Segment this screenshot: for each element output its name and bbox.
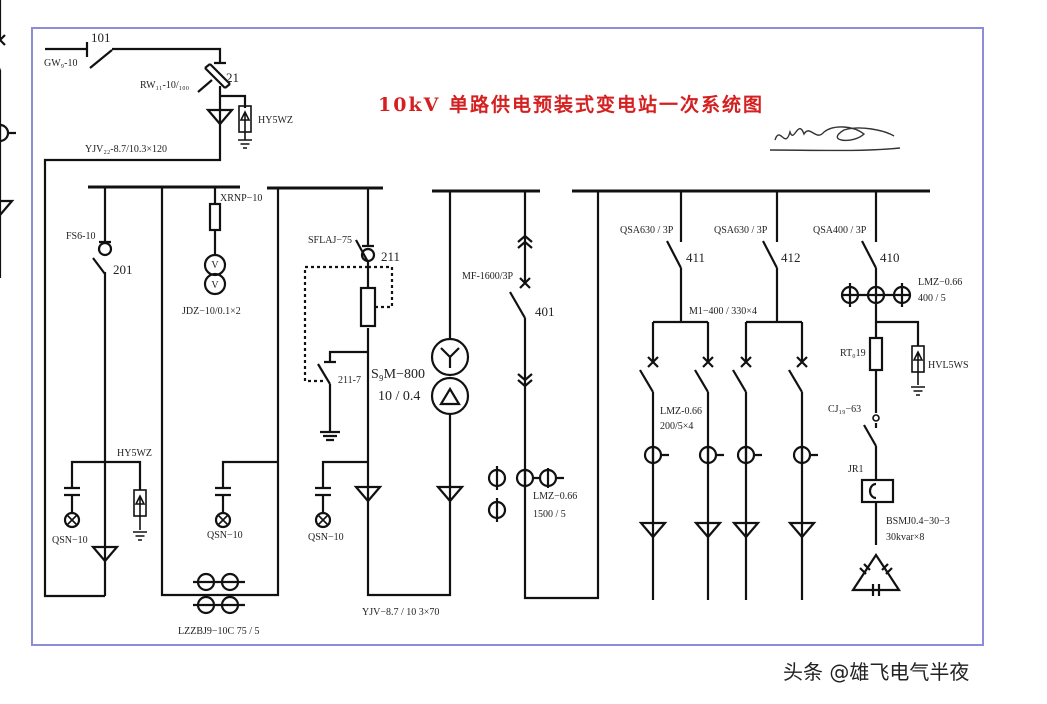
label-kvar: 30kvar×8 <box>886 532 924 543</box>
label-qsn-3: QSN−10 <box>308 532 344 543</box>
label-fs6: FS6-10 <box>66 231 95 242</box>
label-lmz200-a: LMZ-0.66 <box>660 406 702 417</box>
label-xrnp: XRNP−10 <box>220 193 262 204</box>
label-m1: M1−400 / 330×4 <box>689 306 757 317</box>
label-sflaj: SFLAJ−75 <box>308 235 352 246</box>
label-rt: RT₀19 <box>840 348 866 359</box>
lv-feeders <box>0 0 820 600</box>
label-qsn-2: QSN−10 <box>207 530 243 541</box>
label-bsmj: BSMJ0.4−30−3 <box>886 516 950 527</box>
transformer-feeder <box>303 188 470 597</box>
label-yjv22: YJV₂₂-8.7/10.3×120 <box>85 144 167 155</box>
label-lzzbj: LZZBJ9−10C 75 / 5 <box>178 626 259 637</box>
label-rw: RW₁₁-10/₁₀₀ <box>140 80 190 91</box>
label-yjv70: YJV−8.7 / 10 3×70 <box>362 607 439 618</box>
label-lmz400-b: 400 / 5 <box>918 293 946 304</box>
label-lmz1500-b: 1500 / 5 <box>533 509 566 520</box>
label-211-7: 211-7 <box>338 375 361 386</box>
label-s9m: S₉M−800 <box>371 367 425 382</box>
label-lmz200-b: 200/5×4 <box>660 421 693 432</box>
label-411: 411 <box>686 250 705 265</box>
label-21: 21 <box>226 70 239 85</box>
label-gw: GW₉-10 <box>44 58 77 69</box>
label-412: 412 <box>781 250 801 265</box>
label-lmz400-a: LMZ−0.66 <box>918 277 962 288</box>
label-101: 101 <box>91 30 111 45</box>
label-hy5wz-top: HY5WZ <box>258 115 293 126</box>
frame <box>31 27 984 646</box>
fs6-load-switch <box>62 187 148 596</box>
incoming-line <box>43 42 253 598</box>
label-hvl: HVL5WS <box>928 360 969 371</box>
label-410: 410 <box>880 250 900 265</box>
label-211: 211 <box>381 249 400 264</box>
label-201: 201 <box>113 262 133 277</box>
label-qsa412: QSA630 / 3P <box>714 225 768 236</box>
label-qsn-1: QSN−10 <box>52 535 88 546</box>
label-jr1: JR1 <box>848 464 864 475</box>
label-hy5wz-bot: HY5WZ <box>117 448 152 459</box>
label-jdz: JDZ−10/0.1×2 <box>182 306 241 317</box>
label-qsa410: QSA400 / 3P <box>813 225 867 236</box>
label-qsa411: QSA630 / 3P <box>620 225 674 236</box>
main-lv-breaker <box>487 191 600 600</box>
label-lmz1500-a: LMZ−0.66 <box>533 491 577 502</box>
label-v2: V <box>211 280 219 291</box>
label-v1: V <box>211 260 219 271</box>
label-401: 401 <box>535 304 555 319</box>
watermark: 头条 @雄飞电气半夜 <box>783 660 970 684</box>
busbars <box>88 185 930 193</box>
capacitor-feeder <box>840 191 926 596</box>
signature <box>769 126 901 152</box>
label-cj: CJ₁₉−63 <box>828 404 861 415</box>
label-mf: MF-1600/3P <box>462 271 514 282</box>
diagram-title: 10kV 单路供电预装式变电站一次系统图 <box>378 93 764 116</box>
label-ratio: 10 / 0.4 <box>378 389 420 404</box>
pt-column <box>160 187 280 615</box>
